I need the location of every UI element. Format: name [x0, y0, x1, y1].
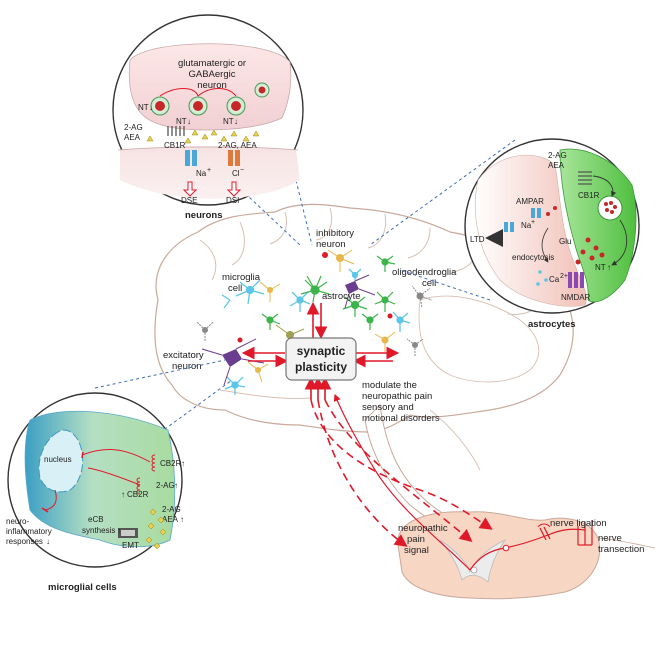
svg-text:↓: ↓ [149, 103, 153, 112]
microglia-label-1: microglia [222, 272, 261, 283]
nmdar-receptor-icon [568, 272, 584, 288]
svg-text:↓: ↓ [187, 117, 191, 126]
microglia-cell-icon [221, 268, 411, 395]
ligand-icons [146, 129, 260, 144]
nmdar-label: NMDAR [561, 293, 591, 302]
endocytosis-label: endocytosis [512, 253, 554, 262]
astrocyte-cell-icon [261, 255, 396, 330]
svg-text:↑: ↑ [117, 526, 121, 535]
ecb-line-1: eCB [88, 515, 104, 524]
neuropathic-line-3: signal [404, 545, 429, 556]
plasticity-arrows [241, 301, 493, 571]
modulate-line-2: neuropathic pain [362, 391, 432, 402]
synaptic-label: synaptic [297, 344, 346, 358]
neuron-type-line-1: glutamatergic or [178, 58, 246, 69]
micro-2ag-label: 2-AG [156, 481, 175, 490]
micro-2ag-aea-1: 2-AG [162, 505, 181, 514]
neuron-type-line-3: neuron [197, 80, 227, 91]
neuron-cell-icon [196, 249, 433, 386]
astro-cb1r-label: CB1R [578, 191, 600, 200]
svg-text:↓: ↓ [46, 537, 50, 546]
responses-line-2: inflammatory [6, 527, 52, 536]
cb1r-receptor-icon [167, 126, 185, 136]
modulate-caption: modulate the neuropathic pain sensory an… [362, 380, 440, 424]
nerve-ligation-label: nerve ligation [550, 518, 607, 529]
svg-text:↑: ↑ [607, 263, 611, 272]
excitatory-label-2: neuron [172, 361, 202, 372]
cb2r-mid-label: CB2R [127, 490, 149, 499]
glu-label: Glu [559, 237, 571, 246]
responses-line-3: responses [6, 537, 43, 546]
modulate-line-4: motional disorders [362, 413, 440, 424]
micro-ligand-icons [145, 508, 167, 550]
responses-line-1: neuro- [6, 517, 29, 526]
astrocyte-label: astrocyte [322, 291, 361, 302]
svg-text:+: + [531, 219, 535, 226]
neurons-inset: glutamatergic or GABAergic neuron NT ↓ N… [112, 14, 304, 221]
astro-nt-label: NT [595, 263, 606, 272]
ampar-label: AMPAR [516, 197, 544, 206]
ca-label: Ca [549, 275, 560, 284]
modulate-line-1: modulate the [362, 380, 417, 391]
astrocytes-inset: 2-AG AEA CB1R Glu NT ↑ AMPAR Na + [464, 138, 640, 330]
nt-label-3: NT [223, 117, 234, 126]
svg-text:↑: ↑ [121, 490, 125, 499]
channel-icons [185, 150, 240, 166]
neurons-2ag-aea-inline: 2-AG, AEA [218, 141, 257, 150]
modulate-line-3: sensory and [362, 402, 414, 413]
emt-label: EMT [122, 541, 139, 550]
oligodendroglia-label-1: oligodendroglia [392, 267, 457, 278]
microglial-inset: nucleus CB2R ↑ ↑ CB2R 2-AG ↑ neuro- infl… [6, 392, 185, 593]
neurons-aea-label: AEA [124, 133, 141, 142]
dsi-label: DSI [226, 196, 239, 205]
neuropathic-line-1: neuropathic [398, 523, 448, 534]
inhibitory-label-2: neuron [316, 239, 346, 250]
neurons-2ag-label: 2-AG [124, 123, 143, 132]
cl-label: Cl [232, 169, 240, 178]
nt-label-2: NT [176, 117, 187, 126]
astro-na-label: Na [521, 221, 532, 230]
microglia-label-2: cell [228, 283, 242, 294]
astro-aea-label: AEA [548, 161, 565, 170]
inhibitory-label-1: inhibitory [316, 228, 354, 239]
vesicle-icons [150, 82, 270, 116]
plasticity-label: plasticity [295, 360, 347, 374]
nerve-transection-1: nerve [598, 533, 622, 544]
svg-text:−: − [240, 167, 244, 174]
svg-text:↓: ↓ [234, 117, 238, 126]
spinal-labels: neuropathic pain signal nerve ligation n… [398, 518, 644, 556]
cb2r-top-label: CB2R [160, 459, 182, 468]
ecb-line-2: synthesis [82, 526, 115, 535]
neuropathic-line-2: pain [407, 534, 425, 545]
brain-labels: inhibitory neuron microglia cell astrocy… [163, 228, 457, 372]
neurons-title: neurons [185, 210, 222, 221]
svg-text:↑: ↑ [174, 481, 178, 490]
na-label: Na [196, 169, 207, 178]
microglial-title: microglial cells [48, 582, 117, 593]
oligodendroglia-label-2: cell [422, 278, 436, 289]
brain-cell-cluster [196, 249, 433, 395]
neurons-cb1r-label: CB1R [164, 141, 186, 150]
astro-cb1r-receptor-icon [578, 171, 592, 185]
astro-2ag-label: 2-AG [548, 151, 567, 160]
nerve-transection-2: transection [598, 544, 644, 555]
nucleus-label: nucleus [44, 455, 72, 464]
nt-label-1: NT [138, 103, 149, 112]
excitatory-label-1: excitatory [163, 350, 204, 361]
svg-text:2+: 2+ [560, 273, 568, 280]
synaptic-plasticity-box: synaptic plasticity [285, 337, 357, 381]
micro-2ag-aea-2: AEA [162, 515, 179, 524]
astrocytes-title: astrocytes [528, 319, 576, 330]
svg-text:↑: ↑ [180, 515, 184, 524]
svg-text:↑: ↑ [181, 459, 185, 468]
dse-label: DSE [181, 196, 197, 205]
ltd-label: LTD [470, 235, 485, 244]
svg-text:+: + [207, 167, 211, 174]
cb2r-receptor-icon [136, 454, 156, 495]
neuron-type-line-2: GABAergic [189, 69, 236, 80]
